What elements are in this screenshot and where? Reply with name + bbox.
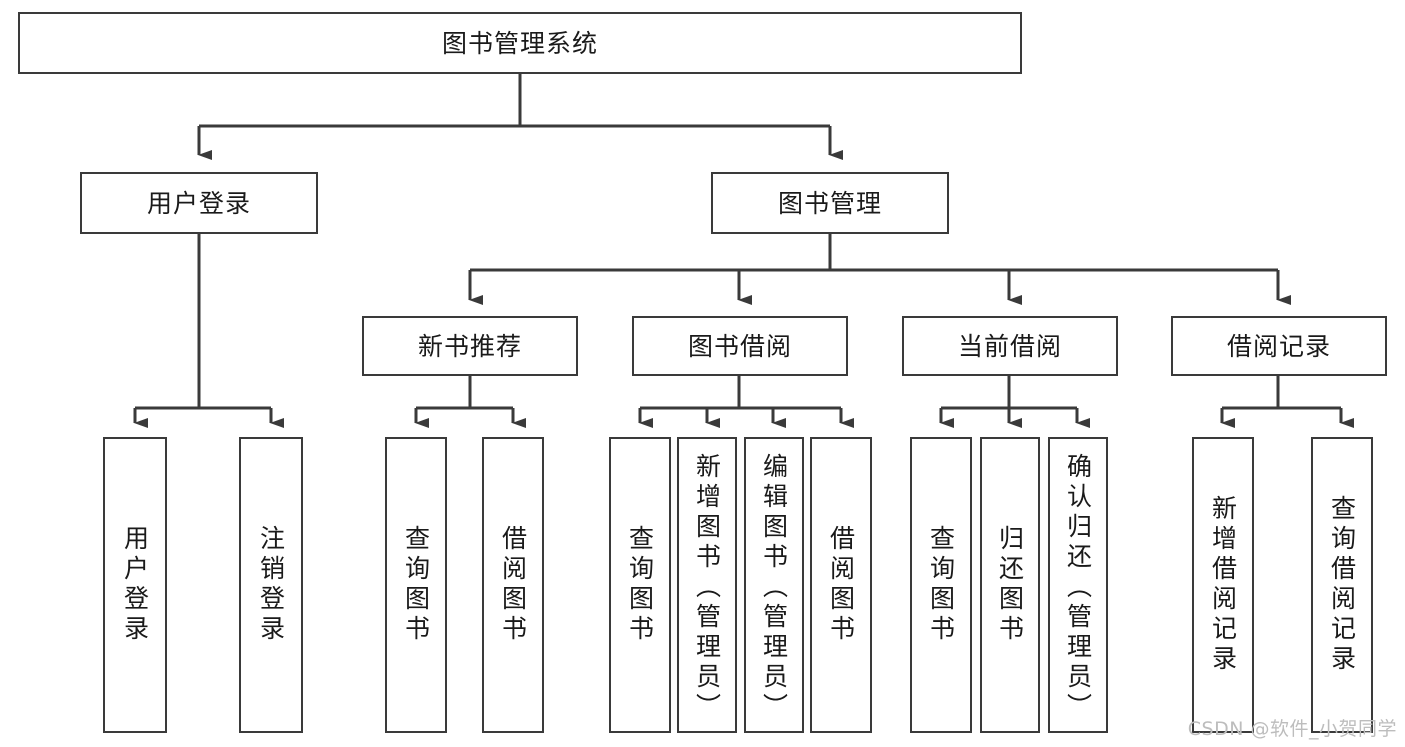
node-leaf-query-record-label: 查询借阅记录	[1327, 495, 1357, 675]
node-leaf-borrow-book-2-label: 借阅图书	[826, 525, 856, 645]
node-new-book-rec[interactable]: 新书推荐	[362, 316, 578, 376]
node-leaf-query-record[interactable]: 查询借阅记录	[1311, 437, 1373, 733]
node-borrow-record[interactable]: 借阅记录	[1171, 316, 1387, 376]
node-leaf-user-login-label: 用户登录	[120, 525, 150, 645]
node-leaf-user-login[interactable]: 用户登录	[103, 437, 167, 733]
node-leaf-logout[interactable]: 注销登录	[239, 437, 303, 733]
node-book-manage[interactable]: 图书管理	[711, 172, 949, 234]
watermark-text: CSDN @软件_小贺同学	[1187, 718, 1397, 740]
node-leaf-query-book-2[interactable]: 查询图书	[609, 437, 671, 733]
node-book-borrow-label: 图书借阅	[687, 331, 792, 361]
node-leaf-add-record[interactable]: 新增借阅记录	[1192, 437, 1254, 733]
node-new-book-rec-label: 新书推荐	[417, 331, 522, 361]
node-leaf-return-book[interactable]: 归还图书	[980, 437, 1040, 733]
node-leaf-query-book-1[interactable]: 查询图书	[385, 437, 447, 733]
node-root[interactable]: 图书管理系统	[18, 12, 1022, 74]
node-leaf-logout-label: 注销登录	[256, 525, 286, 645]
node-leaf-query-book-1-label: 查询图书	[401, 525, 431, 645]
node-root-label: 图书管理系统	[441, 28, 598, 58]
node-leaf-query-book-2-label: 查询图书	[625, 525, 655, 645]
node-leaf-query-book-3-label: 查询图书	[926, 525, 956, 645]
node-leaf-confirm-return-label: 确认归还（管理员）	[1063, 453, 1093, 723]
node-leaf-edit-book-label: 编辑图书（管理员）	[759, 453, 789, 723]
node-book-borrow[interactable]: 图书借阅	[632, 316, 848, 376]
node-leaf-add-record-label: 新增借阅记录	[1208, 495, 1238, 675]
node-leaf-add-book[interactable]: 新增图书（管理员）	[677, 437, 737, 733]
node-current-borrow[interactable]: 当前借阅	[902, 316, 1118, 376]
node-user-login-label: 用户登录	[146, 188, 251, 218]
node-leaf-borrow-book-1-label: 借阅图书	[498, 525, 528, 645]
node-leaf-return-book-label: 归还图书	[995, 525, 1025, 645]
node-leaf-borrow-book-2[interactable]: 借阅图书	[810, 437, 872, 733]
node-book-manage-label: 图书管理	[777, 188, 882, 218]
node-leaf-query-book-3[interactable]: 查询图书	[910, 437, 972, 733]
node-leaf-borrow-book-1[interactable]: 借阅图书	[482, 437, 544, 733]
node-borrow-record-label: 借阅记录	[1226, 331, 1331, 361]
node-leaf-edit-book[interactable]: 编辑图书（管理员）	[744, 437, 804, 733]
node-user-login[interactable]: 用户登录	[80, 172, 318, 234]
node-leaf-add-book-label: 新增图书（管理员）	[692, 453, 722, 723]
node-current-borrow-label: 当前借阅	[957, 331, 1062, 361]
node-leaf-confirm-return[interactable]: 确认归还（管理员）	[1048, 437, 1108, 733]
